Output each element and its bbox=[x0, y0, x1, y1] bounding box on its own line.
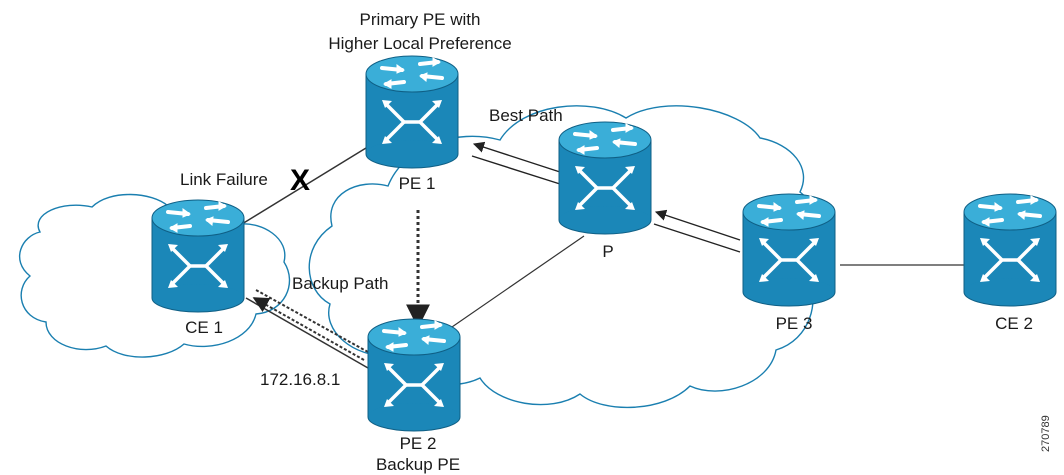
best-path-arrows bbox=[471, 141, 741, 253]
backup-path-label: Backup Path bbox=[292, 274, 389, 293]
pe2-router-icon bbox=[366, 317, 462, 433]
best-path-label: Best Path bbox=[489, 106, 563, 125]
pe3-label: PE 3 bbox=[775, 314, 813, 333]
link-failure-label: Link Failure bbox=[180, 170, 268, 189]
ce1-label: CE 1 bbox=[185, 318, 223, 337]
pe2-ip-label: 172.16.8.1 bbox=[260, 370, 341, 389]
backup-path-arrows bbox=[252, 210, 430, 361]
figure-id: 270789 bbox=[1040, 415, 1052, 452]
pe1-label: PE 1 bbox=[398, 174, 436, 193]
title-line-2: Higher Local Preference bbox=[328, 34, 512, 53]
link-failure-mark: X bbox=[290, 164, 311, 197]
ce1-site-cloud bbox=[19, 193, 291, 358]
ce2-label: CE 2 bbox=[995, 314, 1033, 333]
ce1-pe2-link bbox=[245, 297, 369, 369]
ce1-router-icon bbox=[150, 198, 246, 314]
title-line-1: Primary PE with bbox=[359, 10, 481, 29]
p-label: P bbox=[602, 242, 614, 261]
p-router-icon bbox=[557, 120, 653, 236]
pe2-p-link bbox=[435, 235, 585, 339]
pe2-label: PE 2 bbox=[399, 434, 437, 453]
pe3-router-icon bbox=[741, 192, 837, 308]
ce1-pe1-link bbox=[241, 147, 367, 225]
ce2-router-icon bbox=[962, 192, 1058, 308]
pe1-router-icon bbox=[364, 54, 460, 170]
pe2-sublabel: Backup PE bbox=[375, 455, 461, 474]
